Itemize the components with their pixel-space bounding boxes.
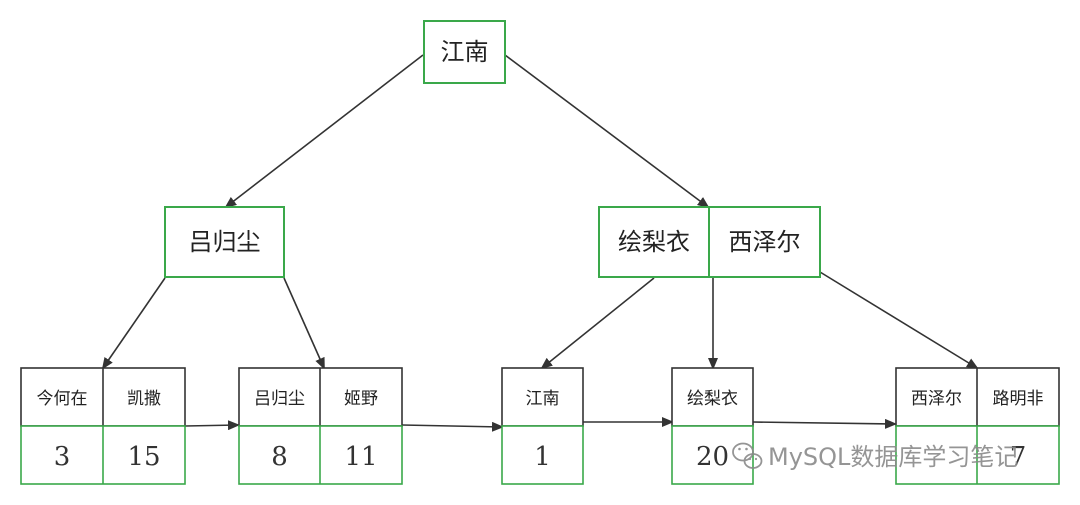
leaf-node-5: 西泽尔 路明非 7 xyxy=(895,367,1060,485)
leaf-node-5-key-1: 西泽尔 xyxy=(911,389,962,409)
internal-node-right: 绘梨衣 西泽尔 xyxy=(598,206,821,278)
edge-left-to-leaf1 xyxy=(101,277,166,370)
root-node: 江南 xyxy=(423,20,506,84)
edge-right-to-leaf5 xyxy=(819,271,979,370)
leaf-node-4: 绘梨衣 20 xyxy=(671,367,754,485)
leaf-node-1: 今何在 凯撒 3 15 xyxy=(20,367,186,485)
internal-node-left-box xyxy=(164,206,285,278)
root-node-key: 江南 xyxy=(441,38,489,66)
leaf-link-2-3 xyxy=(401,421,504,432)
leaf-node-2: 吕归尘 姬野 8 11 xyxy=(238,367,403,485)
leaf-links xyxy=(184,417,897,432)
tree-edges xyxy=(101,54,979,370)
leaf-node-4-value-1: 20 xyxy=(696,442,729,472)
leaf-node-4-values-box xyxy=(671,425,754,485)
leaf-node-3: 江南 1 xyxy=(501,367,584,485)
leaf-node-5-value-2: 7 xyxy=(1010,442,1027,472)
watermark: MySQL数据库学习笔记 xyxy=(732,442,1018,471)
leaf-node-1-value-1: 3 xyxy=(54,442,71,472)
leaf-node-2-key-1: 吕归尘 xyxy=(254,389,305,409)
leaf-node-1-key-1: 今何在 xyxy=(37,389,88,409)
edge-right-to-leaf3 xyxy=(540,277,655,370)
edge-left-to-leaf2 xyxy=(283,277,325,370)
leaf-node-2-value-2: 11 xyxy=(344,442,377,472)
leaf-node-1-value-2: 15 xyxy=(127,442,160,472)
watermark-text: MySQL数据库学习笔记 xyxy=(768,443,1018,471)
internal-node-right-key-2: 西泽尔 xyxy=(729,228,801,256)
wechat-icon xyxy=(732,442,763,469)
leaf-node-5-key-2: 路明非 xyxy=(993,389,1044,409)
leaf-node-3-key-1: 江南 xyxy=(526,389,560,409)
leaf-node-2-key-2: 姬野 xyxy=(344,389,378,409)
leaf-link-1-2 xyxy=(184,420,240,431)
edge-root-to-right xyxy=(504,54,710,209)
internal-node-left: 吕归尘 xyxy=(164,206,285,278)
leaf-node-2-value-1: 8 xyxy=(271,442,288,472)
leaf-node-3-values-box xyxy=(501,425,584,485)
leaf-node-1-key-2: 凯撒 xyxy=(127,389,161,409)
leaf-link-4-5 xyxy=(752,418,897,429)
leaf-node-3-value-1: 1 xyxy=(534,442,551,472)
edge-root-to-left xyxy=(224,54,424,209)
root-node-box xyxy=(423,20,506,84)
internal-node-left-key: 吕归尘 xyxy=(189,228,261,256)
leaf-node-4-keys-box xyxy=(671,367,754,427)
leaf-node-4-key-1: 绘梨衣 xyxy=(687,389,738,409)
internal-node-right-key-1: 绘梨衣 xyxy=(618,228,690,256)
